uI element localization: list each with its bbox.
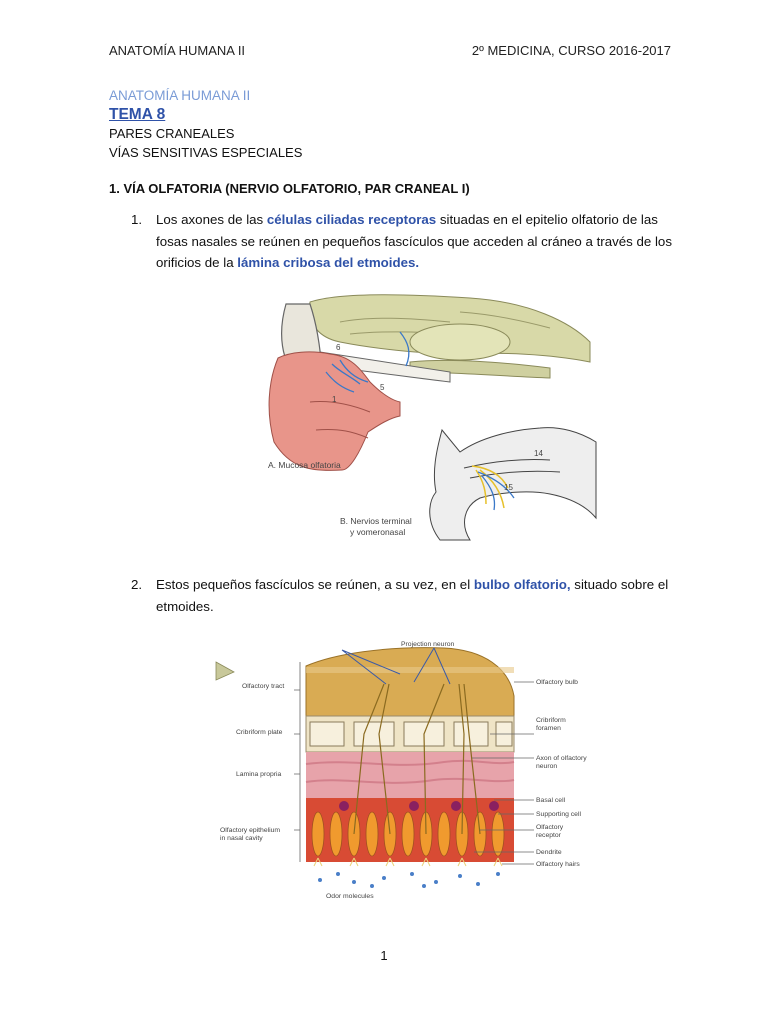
paragraph-2: Estos pequeños fascículos se reúnen, a s… xyxy=(156,577,669,614)
label-supporting-cell: Supporting cell xyxy=(536,811,581,818)
header-left: ANATOMÍA HUMANA II xyxy=(109,43,246,58)
figure-nasal-anatomy: 6 5 1 A. Mucosa olfatoria 14 15 B. Nervi… xyxy=(250,292,602,554)
figure-olfactory-epithelium: Projection neuron Olfactory tract Cribri… xyxy=(214,634,602,906)
paragraph-1: Los axones de las células ciliadas recep… xyxy=(156,212,672,270)
label-olfactory-receptor: Olfactory xyxy=(536,824,564,831)
header-right: 2º MEDICINA, CURSO 2016-2017 xyxy=(471,43,671,58)
list-item-1: 1. Los axones de las células ciliadas re… xyxy=(131,209,672,275)
label-odor-molecules: Odor molecules xyxy=(326,893,374,900)
label-olfactory-tract: Olfactory tract xyxy=(242,683,284,690)
list-number: 1. xyxy=(131,212,143,227)
inset-b: 14 15 xyxy=(429,427,597,541)
label-projection-neuron: Projection neuron xyxy=(401,641,454,648)
highlight-term: lámina cribosa del etmoides. xyxy=(237,255,420,270)
list-number: 2. xyxy=(131,577,143,592)
course-kicker: ANATOMÍA HUMANA II xyxy=(109,88,251,103)
figure-caption-b-2: y vomeronasal xyxy=(350,527,405,537)
label-epithelium-2: in nasal cavity xyxy=(220,835,263,842)
label-cribriform-foramen-2: foramen xyxy=(536,725,561,732)
label-basal-cell: Basal cell xyxy=(536,797,566,804)
label-olfactory-receptor-2: receptor xyxy=(536,832,562,839)
list-item-2: 2. Estos pequeños fascículos se reúnen, … xyxy=(131,574,671,618)
label-olfactory-bulb: Olfactory bulb xyxy=(536,679,578,686)
label-axon: Axon of olfactory xyxy=(536,755,587,762)
label-cribriform-plate: Cribriform plate xyxy=(236,729,283,736)
label-axon-2: neuron xyxy=(536,763,557,770)
label-dendrite: Dendrite xyxy=(536,849,562,856)
label-lamina-propria: Lamina propria xyxy=(236,771,282,778)
highlight-term: bulbo olfatorio, xyxy=(473,577,571,592)
subtitle-vias: VÍAS SENSITIVAS ESPECIALES xyxy=(109,145,303,160)
page-number: 1 xyxy=(380,948,388,963)
tema-title: TEMA 8 xyxy=(109,106,166,123)
label-cribriform-foramen: Cribriform xyxy=(536,717,566,724)
section-title: 1. VÍA OLFATORIA (NERVIO OLFATORIO, PAR … xyxy=(109,181,470,196)
highlight-term: células ciliadas receptoras xyxy=(266,212,437,227)
figure-number-label: 14 xyxy=(534,449,543,458)
label-olfactory-hairs: Olfactory hairs xyxy=(536,861,580,868)
figure-number-label: 5 xyxy=(380,383,385,392)
subtitle-pares: PARES CRANEALES xyxy=(109,126,235,141)
figure-number-label: 15 xyxy=(504,483,513,492)
figure-caption-b: B. Nervios terminal xyxy=(340,516,412,526)
figure-caption-a: A. Mucosa olfatoria xyxy=(268,460,341,470)
figure-number-label: 1 xyxy=(332,395,337,404)
label-epithelium: Olfactory epithelium xyxy=(220,827,280,834)
figure-number-label: 6 xyxy=(336,343,341,352)
